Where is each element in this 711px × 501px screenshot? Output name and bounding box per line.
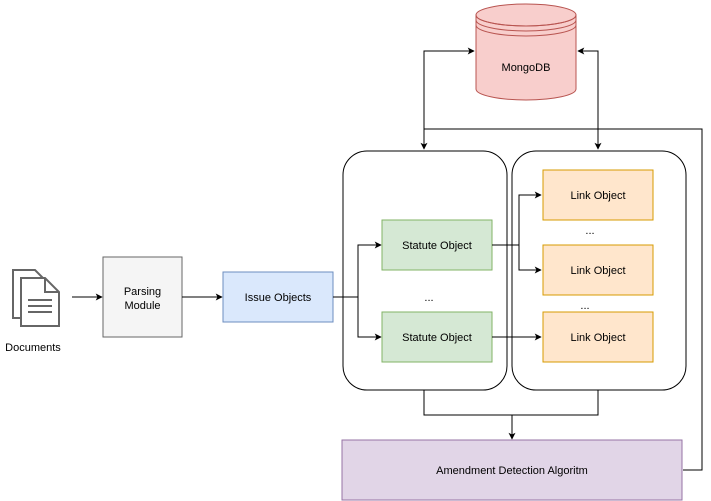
parsing-module-label-line2: Module — [124, 300, 160, 312]
link-object-1-label: Link Object — [570, 190, 625, 202]
edge-issue-statute-2 — [357, 297, 382, 341]
edge-mongodb-statute — [420, 47, 475, 150]
statute-ellipsis: ... — [424, 292, 433, 304]
link-ellipsis-1: ... — [585, 225, 594, 237]
mongodb-label: MongoDB — [502, 62, 551, 74]
edge-statute1-link2 — [518, 245, 542, 274]
amendment-detection-label: Amendment Detection Algoritm — [436, 465, 588, 477]
link-object-3-label: Link Object — [570, 332, 625, 344]
edge-amendment-feedback — [424, 128, 703, 471]
parsing-module-label-line1: Parsing — [124, 286, 161, 298]
link-ellipsis-2: ... — [580, 300, 589, 312]
link-object-2-label: Link Object — [570, 265, 625, 277]
link-object-2-node: Link Object — [542, 244, 654, 296]
link-container — [511, 150, 687, 391]
issue-objects-node: Issue Objects — [222, 271, 334, 323]
mongodb-node: MongoDB — [475, 3, 577, 101]
statute-container — [342, 150, 508, 391]
issue-objects-label: Issue Objects — [245, 292, 312, 304]
link-object-1-node: Link Object — [542, 169, 654, 221]
parsing-module-node: Parsing Module — [102, 256, 183, 338]
amendment-detection-node: Amendment Detection Algoritm — [341, 439, 683, 501]
edge-mongodb-link — [577, 47, 602, 150]
statute-object-2-label: Statute Object — [402, 332, 472, 344]
edge-statute1-link1 — [492, 191, 542, 246]
statute-object-2-node: Statute Object — [381, 311, 493, 363]
statute-object-1-label: Statute Object — [402, 240, 472, 252]
edge-containers-merge — [423, 390, 599, 416]
documents-label: Documents — [5, 342, 61, 354]
edge-issue-statute-1 — [333, 241, 382, 298]
link-object-3-node: Link Object — [542, 311, 654, 363]
statute-object-1-node: Statute Object — [381, 219, 493, 271]
documents-icon — [12, 269, 60, 327]
